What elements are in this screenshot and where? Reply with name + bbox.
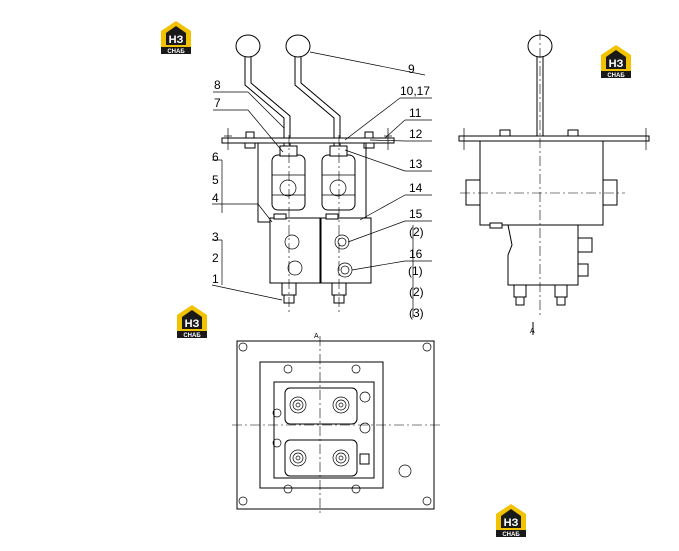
callout-3: 3 xyxy=(212,230,219,244)
callout-16-sub-1: (1) xyxy=(408,264,423,278)
left-handle-rod xyxy=(244,57,285,150)
callout-8: 8 xyxy=(214,78,221,92)
right-handle-rod xyxy=(294,57,335,150)
callout-6: 6 xyxy=(212,150,219,164)
callout-7: 7 xyxy=(214,96,221,110)
svg-text:СНАБ: СНАБ xyxy=(183,333,201,339)
brand-logo-top-right: НЗ СНАБ xyxy=(597,43,635,79)
mounting-plate xyxy=(221,137,395,144)
section-mark-a-front: A xyxy=(314,333,319,340)
callout-5: 5 xyxy=(212,173,219,187)
top-view xyxy=(232,336,440,515)
callout-2: 2 xyxy=(212,251,219,265)
right-handle-knob xyxy=(285,34,311,58)
callout-9: 9 xyxy=(408,62,415,76)
brand-logo-mid-left: НЗ СНАБ xyxy=(173,303,211,339)
svg-text:СНАБ: СНАБ xyxy=(607,73,625,79)
right-valve-block xyxy=(320,217,372,284)
top-valve-lower xyxy=(284,439,358,477)
left-valve-block xyxy=(269,217,321,284)
left-handle-knob xyxy=(235,34,261,58)
side-housing xyxy=(479,140,604,226)
leader-lines xyxy=(211,51,432,318)
svg-text:НЗ: НЗ xyxy=(609,58,624,70)
top-port-circles xyxy=(289,396,350,467)
callout-16-sub-2: (2) xyxy=(409,285,424,299)
svg-text:НЗ: НЗ xyxy=(504,517,519,529)
callout-13: 13 xyxy=(409,157,423,171)
side-valve-body xyxy=(507,224,579,286)
left-handle-rod-b xyxy=(250,57,291,150)
svg-text:НЗ: НЗ xyxy=(185,318,200,330)
callout-4: 4 xyxy=(212,191,219,205)
logo-letters: НЗ xyxy=(169,34,184,46)
callout-16-sub-3: (3) xyxy=(409,306,424,320)
right-handle-rod-b xyxy=(300,57,341,150)
callout-1: 1 xyxy=(212,272,219,286)
svg-text:СНАБ: СНАБ xyxy=(502,532,520,538)
callout-labels: 1 2 3 4 5 6 7 8 9 10,17 11 12 13 14 15 (… xyxy=(212,62,535,340)
callout-11: 11 xyxy=(409,106,422,120)
callout-12: 12 xyxy=(409,127,423,141)
callout-14: 14 xyxy=(409,181,423,195)
brand-logo-top-left: НЗ СНАБ xyxy=(157,19,195,55)
callout-15-sub: (2) xyxy=(409,225,424,239)
side-mounting-plate xyxy=(458,135,650,142)
left-bellows xyxy=(271,154,306,211)
callout-10-17: 10,17 xyxy=(400,84,430,98)
logo-word: СНАБ xyxy=(167,49,185,55)
plate-bolts xyxy=(224,128,392,150)
callout-16: 16 xyxy=(409,247,423,261)
front-view xyxy=(221,34,395,315)
right-bellows xyxy=(321,154,356,211)
callout-15: 15 xyxy=(409,207,423,221)
section-mark-a-side: A xyxy=(530,328,535,335)
brand-logo-bottom: НЗ СНАБ xyxy=(492,502,530,538)
top-mount-holes xyxy=(238,342,432,506)
side-view xyxy=(458,30,650,335)
